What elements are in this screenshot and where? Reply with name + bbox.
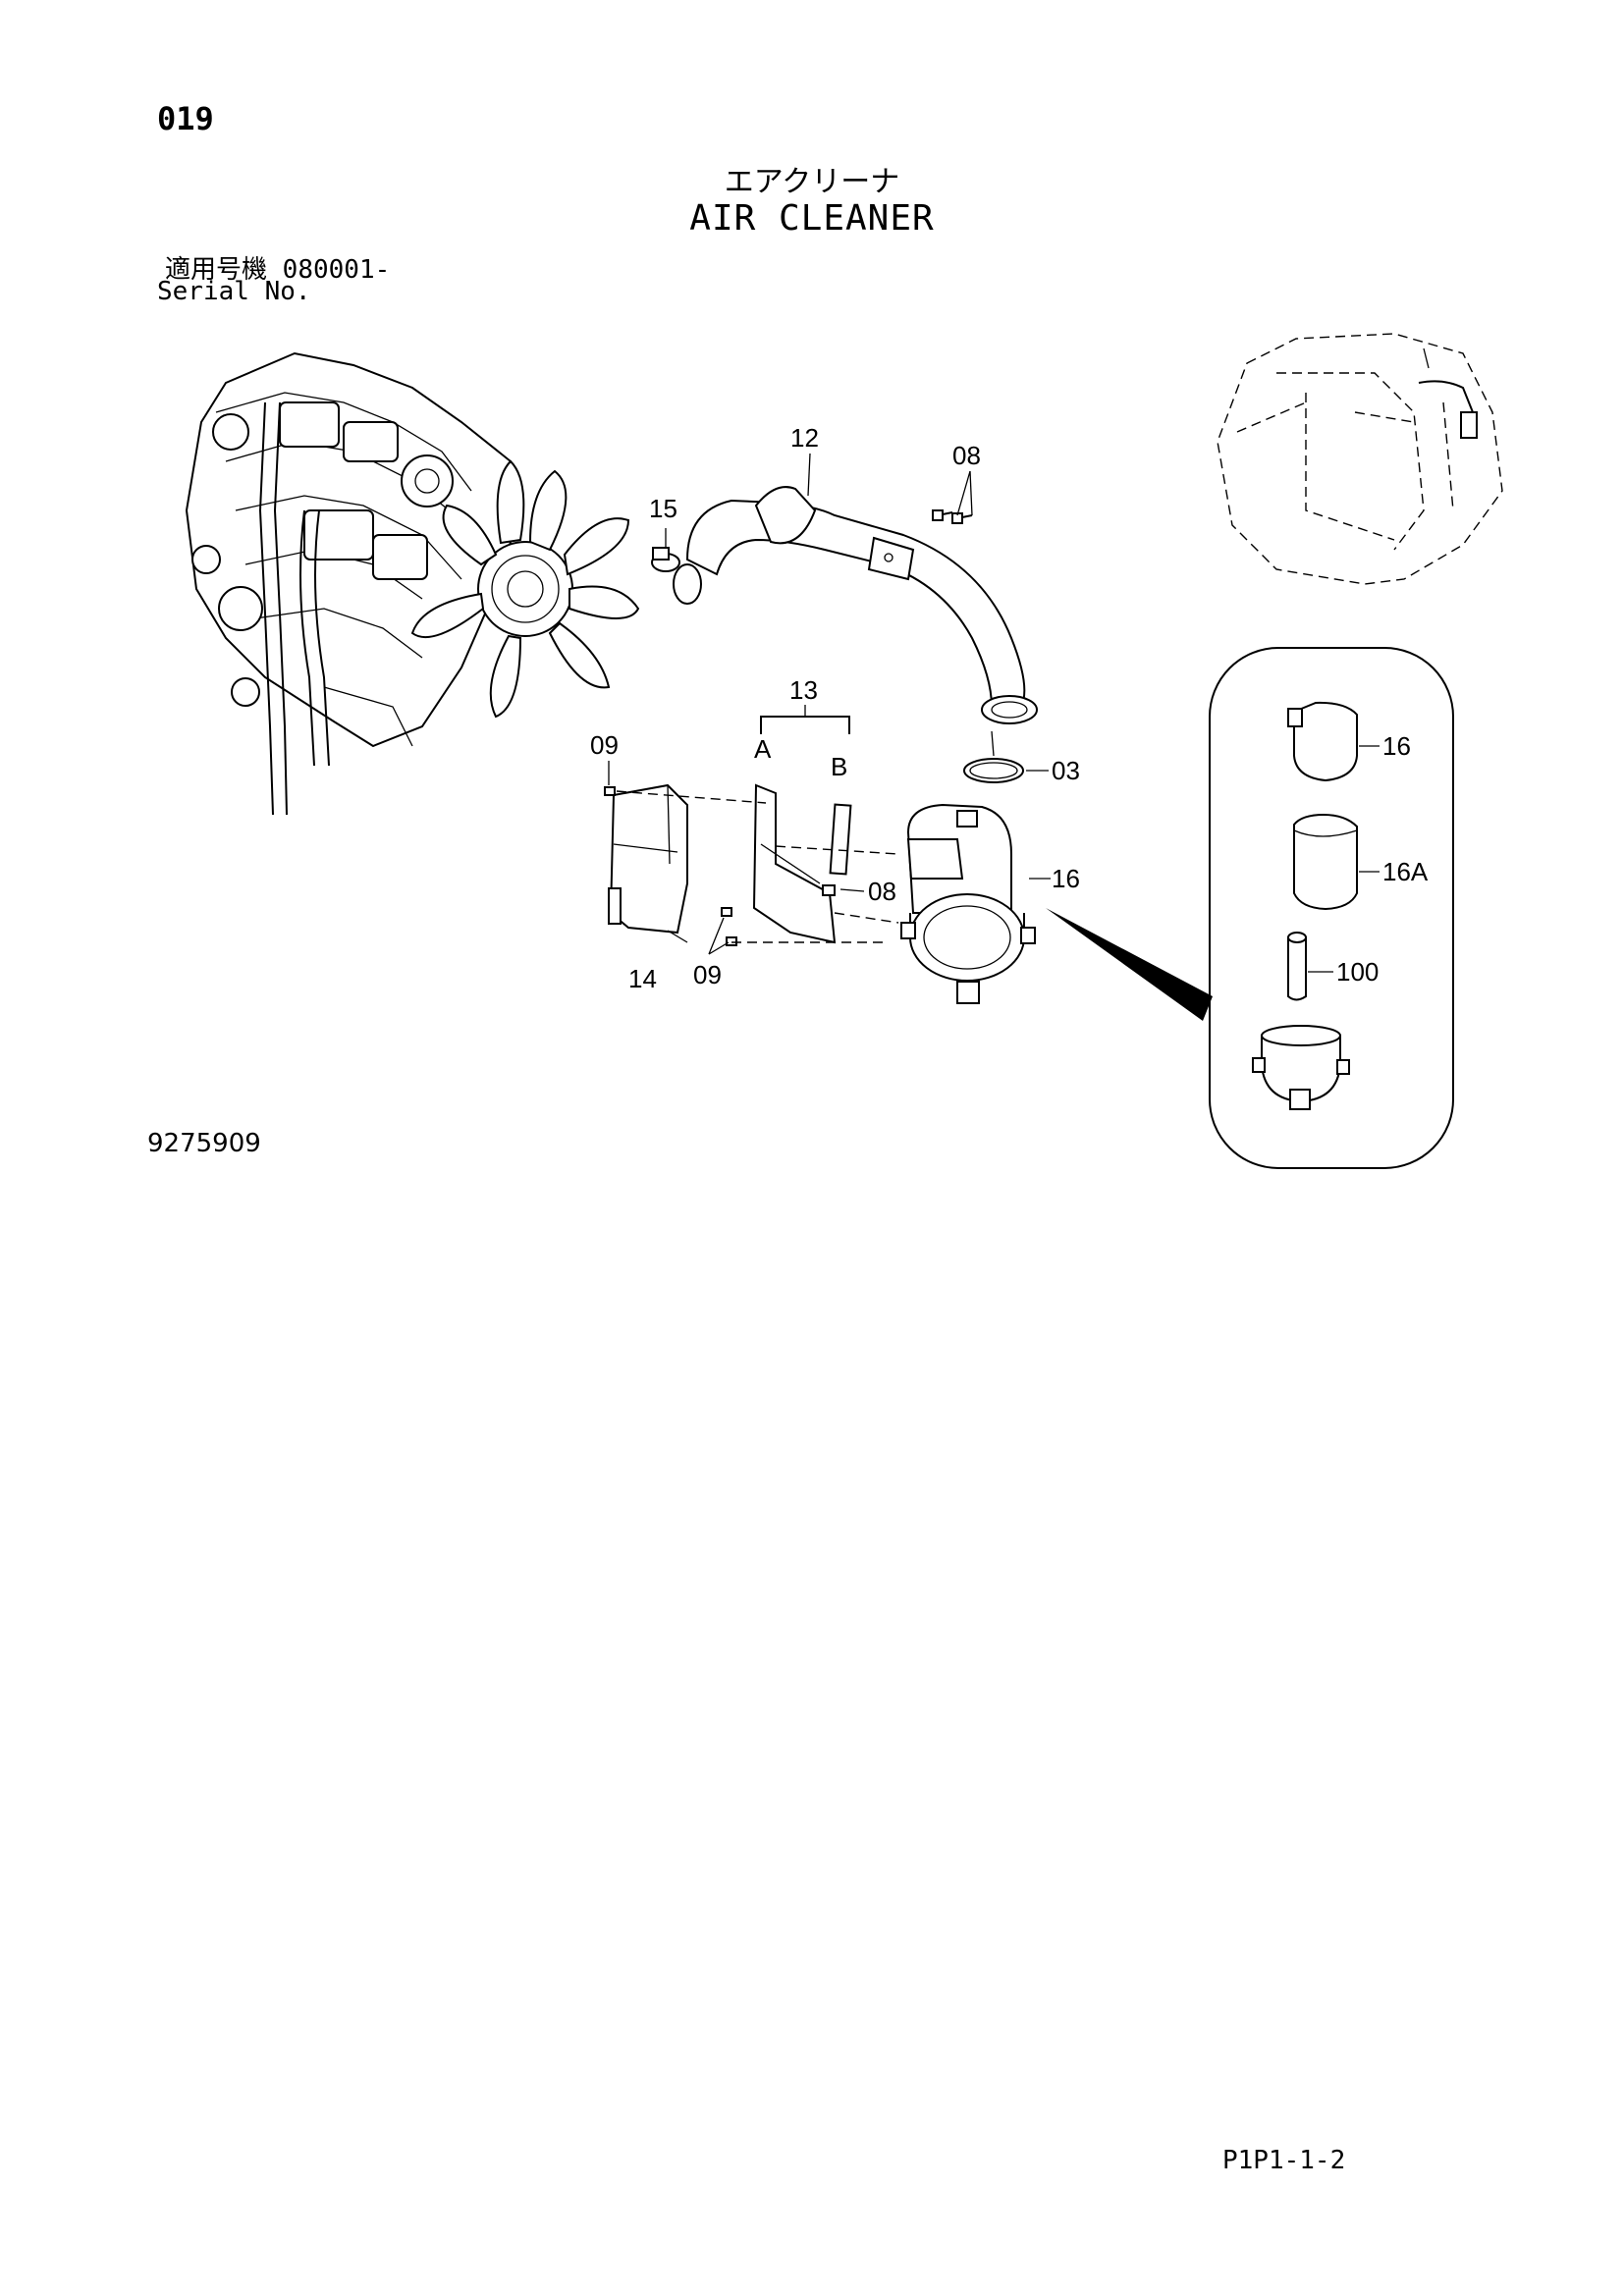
detail-callout-16a: 16A	[1382, 857, 1429, 886]
cover-14	[608, 783, 688, 934]
callout-15: 15	[649, 494, 677, 523]
drawing-number: 9275909	[147, 1129, 261, 1158]
air-cleaner-16	[900, 803, 1051, 1004]
machine-locator-view	[1217, 333, 1503, 585]
callout-08-bracket: 08	[868, 877, 896, 906]
bolt-09-lower-b	[726, 936, 737, 946]
detail-callout-100: 100	[1336, 957, 1379, 987]
clamp-03	[963, 730, 1049, 783]
bolt-09-lower-a	[721, 907, 732, 917]
page-title: AIR CLEANER	[689, 198, 935, 239]
bracket-13	[752, 705, 852, 944]
detail-pointer	[1046, 908, 1213, 1021]
fan-illustration	[410, 459, 640, 719]
callout-16: 16	[1052, 864, 1080, 893]
callout-03: 03	[1052, 756, 1080, 785]
bolt-09-upper	[604, 786, 616, 796]
detail-callout-16: 16	[1382, 731, 1411, 761]
callout-B: B	[831, 752, 847, 781]
callout-13: 13	[789, 675, 818, 705]
serial-label-japanese: 適用号機 080001-	[165, 249, 390, 286]
serial-value: 080001-	[282, 255, 391, 285]
callout-08-top: 08	[952, 441, 981, 470]
callout-A: A	[754, 734, 772, 764]
callout-09-lower: 09	[693, 960, 722, 989]
serial-jp-label: 適用号機	[165, 255, 268, 285]
page-number: 019	[157, 100, 214, 137]
detail-view-frame	[1209, 647, 1454, 1169]
page-code: P1P1-1-2	[1222, 2146, 1346, 2175]
callout-14: 14	[628, 964, 657, 993]
intake-duct-12	[673, 486, 1038, 724]
callout-09-upper: 09	[590, 730, 619, 760]
title-japanese: エアクリーナ	[724, 165, 900, 199]
callout-12: 12	[790, 423, 819, 453]
serial-label-english: Serial No.	[157, 277, 311, 306]
hose-clamp-15	[651, 547, 680, 572]
bolt-08-bracket	[822, 884, 836, 896]
engine-illustration	[185, 351, 522, 816]
bolts-08-top	[932, 509, 973, 524]
